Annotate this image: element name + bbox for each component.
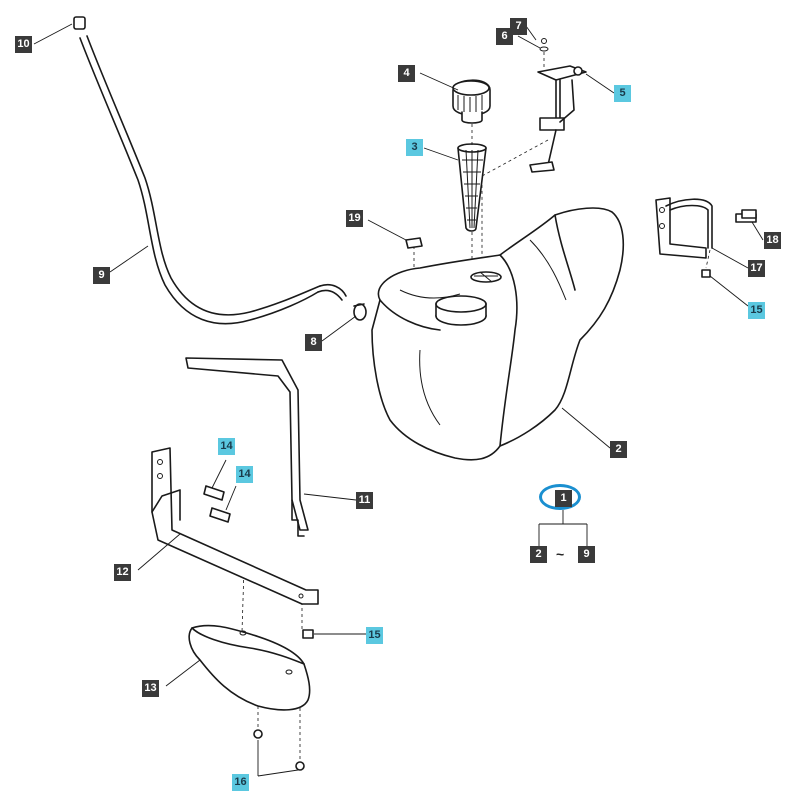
callout-3: 3 — [406, 139, 423, 156]
callout-10: 10 — [15, 36, 32, 53]
callout-13: 13 — [142, 680, 159, 697]
fuel-sender — [529, 65, 587, 173]
tank-strap — [185, 357, 309, 537]
fuel-cap — [452, 79, 491, 124]
nut-upper — [701, 269, 711, 278]
callout-6: 6 — [496, 28, 513, 45]
strap-base-bracket — [151, 447, 319, 605]
fuel-tank — [371, 207, 625, 461]
callout-15-lower: 15 — [366, 627, 383, 644]
callout-9: 9 — [93, 267, 110, 284]
screw-washer — [539, 38, 549, 52]
range-separator: ~ — [556, 546, 565, 562]
callout-5: 5 — [614, 85, 631, 102]
filler-hose — [79, 35, 347, 325]
callout-4: 4 — [398, 65, 415, 82]
leader-lines — [33, 23, 764, 777]
callout-17: 17 — [748, 260, 765, 277]
vent-fitting — [405, 237, 423, 249]
callout-14-b: 14 — [236, 466, 253, 483]
callout-1: 1 — [555, 490, 572, 507]
callout-2-range-start: 2 — [530, 546, 547, 563]
nut-lower — [302, 629, 314, 639]
callout-15-upper: 15 — [748, 302, 765, 319]
callout-2: 2 — [610, 441, 627, 458]
assembly-highlight-ring — [539, 484, 581, 510]
callout-12: 12 — [114, 564, 131, 581]
callout-19: 19 — [346, 210, 363, 227]
callout-14-a: 14 — [218, 438, 235, 455]
tank-bracket-right — [655, 197, 713, 259]
callout-9-range-end: 9 — [578, 546, 595, 563]
hose-clamp — [353, 303, 367, 321]
bracket-bolts-left — [203, 485, 231, 523]
bracket-bolts — [735, 209, 757, 223]
pad-screws — [253, 729, 305, 771]
callout-16: 16 — [232, 774, 249, 791]
tank-pad-cover — [188, 624, 311, 711]
callout-7: 7 — [510, 18, 527, 35]
callout-18: 18 — [764, 232, 781, 249]
fuel-strainer — [457, 143, 487, 232]
hose-end-cap — [73, 16, 86, 30]
callout-11: 11 — [356, 492, 373, 509]
callout-8: 8 — [305, 334, 322, 351]
